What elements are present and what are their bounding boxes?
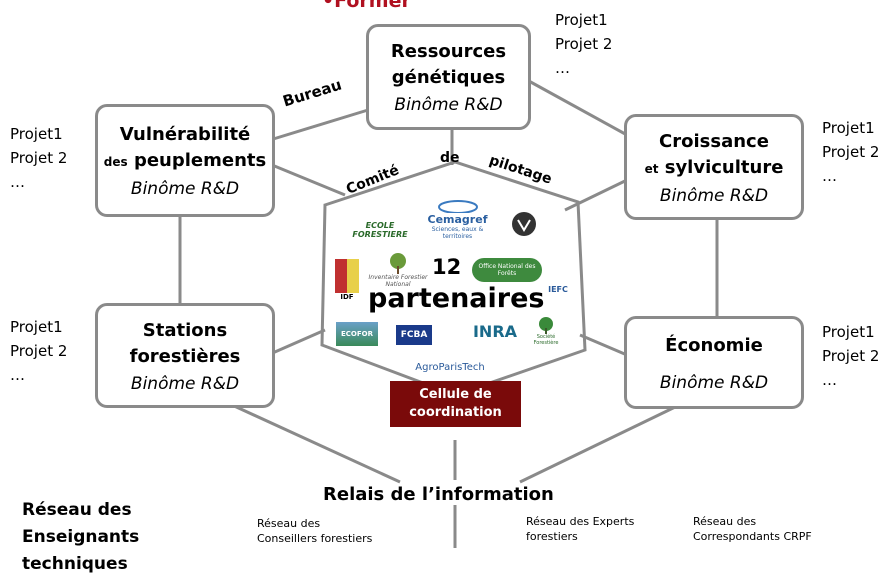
agroparistech-logo: AgroParisTech — [410, 358, 490, 376]
projet-more: … — [10, 366, 25, 384]
engref-logo-icon — [510, 210, 538, 244]
projet-1: Projet1 — [555, 11, 608, 29]
tree-icon — [539, 317, 553, 334]
logo-text: FCBA — [400, 330, 428, 340]
box-ressources-genetiques: Ressources génétiques Binôme R&D — [366, 24, 531, 130]
box-title-line2: génétiques — [391, 67, 506, 88]
box-title-line1: Ressources — [390, 41, 507, 62]
logo-text: Cemagref — [427, 213, 488, 226]
reseau-experts: Réseau des Experts forestiers — [526, 514, 634, 544]
line-ressources-vulnerabilite — [269, 108, 369, 142]
reseau-ens-line3: techniques — [22, 554, 128, 574]
partners-label: partenaires — [368, 283, 545, 314]
logo-text: IEFC — [548, 284, 568, 294]
logo-text: AgroParisTech — [415, 361, 485, 373]
projets-economie: Projet1 Projet 2 … — [822, 320, 879, 392]
idf-logo: IDF — [333, 257, 361, 302]
logo-text: ECOFOR — [341, 330, 373, 338]
box-title-line1: Économie — [665, 334, 763, 356]
de-label: de — [440, 150, 460, 166]
top-title: •Former — [322, 0, 411, 12]
correspondants-line1: Réseau des — [693, 515, 757, 528]
reseau-enseignants: Réseau des Enseignants techniques — [22, 497, 139, 578]
box-title-small: des — [103, 155, 128, 169]
conseillers-line1: Réseau des — [257, 517, 321, 530]
logo-text: ECOLE FORESTIERE — [352, 221, 408, 239]
projet-1: Projet1 — [10, 125, 63, 143]
reseau-ens-line1: Réseau des — [22, 500, 132, 520]
spoke-vulnerabilite — [271, 163, 346, 197]
spoke-croissance — [564, 178, 628, 212]
projet-2: Projet 2 — [555, 35, 613, 53]
reseau-ens-line2: Enseignants — [22, 527, 140, 547]
projets-vulnerabilite: Projet1 Projet 2 … — [10, 122, 67, 194]
projet-more: … — [822, 167, 837, 185]
relais-line-right — [519, 393, 701, 484]
box-title-line2: forestières — [129, 345, 241, 367]
projet-more: … — [555, 59, 570, 77]
binome-label: Binôme R&D — [394, 95, 503, 115]
cellule-line1: Cellule de — [419, 387, 492, 402]
logo-text: Inventaire Forestier National — [368, 274, 428, 288]
projet-2: Projet 2 — [10, 149, 68, 167]
onf-logo: Office National des Forêts — [472, 258, 542, 282]
binome-label: Binôme R&D — [659, 185, 769, 206]
ecofor-logo: ECOFOR — [336, 322, 378, 346]
iefc-logo: IEFC — [543, 275, 573, 303]
box-vulnerabilite: Vulnérabilité des peuplements Binôme R&D — [95, 104, 275, 217]
line-ressources-croissance — [526, 78, 628, 137]
cemagref-logo: Cemagref Sciences, eaux & territoires — [420, 200, 495, 240]
societe-forestiere-logo: Société Forestière — [524, 314, 568, 348]
cellule-coordination: Cellule de coordination — [390, 381, 521, 427]
box-economie: Économie Binôme R&D — [624, 316, 804, 409]
box-stations: Stations forestières Binôme R&D — [95, 303, 275, 408]
relais-label: Relais de l’information — [323, 484, 554, 505]
projet-1: Projet1 — [822, 119, 875, 137]
projet-2: Projet 2 — [822, 143, 880, 161]
cemagref-swoosh-icon — [437, 200, 478, 213]
box-title-line1: Stations — [142, 319, 228, 341]
cellule-line2: coordination — [409, 405, 502, 420]
experts-line2: forestiers — [526, 530, 578, 543]
fcba-logo: FCBA — [396, 325, 432, 345]
binome-label: Binôme R&D — [659, 372, 769, 393]
box-croissance: Croissance et sylviculture Binôme R&D — [624, 114, 804, 220]
box-title-small: et — [644, 161, 659, 176]
projet-2: Projet 2 — [10, 342, 68, 360]
logo-text: Office National des Forêts — [478, 263, 536, 277]
binome-label: Binôme R&D — [130, 373, 240, 394]
logo-text: Société Forestière — [533, 334, 559, 346]
relais-line-left — [231, 403, 401, 484]
conseillers-line2: Conseillers forestiers — [257, 532, 373, 545]
binome-label: Binôme R&D — [130, 179, 240, 199]
idf-mark-icon — [335, 258, 359, 293]
projets-ressources: Projet1 Projet 2 … — [555, 8, 612, 80]
box-title-line2: peuplements — [133, 150, 267, 171]
spoke-stations — [267, 328, 326, 357]
logo-subtext: Sciences, eaux & territoires — [431, 226, 484, 240]
inra-logo: INRA — [460, 320, 530, 342]
box-title-line2: sylviculture — [664, 156, 784, 178]
partner-count: 12 — [432, 255, 462, 279]
experts-line1: Réseau des Experts — [526, 515, 635, 528]
box-title-line1: Vulnérabilité — [119, 124, 251, 145]
box-title-line1: Croissance — [659, 130, 769, 152]
reseau-correspondants: Réseau des Correspondants CRPF — [693, 514, 812, 544]
reseau-conseillers: Réseau des Conseillers forestiers — [257, 516, 372, 546]
projets-stations: Projet1 Projet 2 … — [10, 315, 67, 387]
logo-text: INRA — [472, 321, 518, 341]
projet-1: Projet1 — [10, 318, 63, 336]
projet-2: Projet 2 — [822, 347, 880, 365]
ign-logo: Inventaire Forestier National — [368, 250, 428, 290]
projets-croissance: Projet1 Projet 2 … — [822, 116, 879, 188]
projet-more: … — [10, 173, 25, 191]
logo-text: IDF — [340, 292, 354, 301]
correspondants-line2: Correspondants CRPF — [693, 530, 812, 543]
projet-1: Projet1 — [822, 323, 875, 341]
tree-icon — [390, 253, 406, 274]
ecole-forestiere-logo: ECOLE FORESTIERE — [352, 212, 407, 248]
spoke-economie — [579, 333, 628, 357]
projet-more: … — [822, 371, 837, 389]
